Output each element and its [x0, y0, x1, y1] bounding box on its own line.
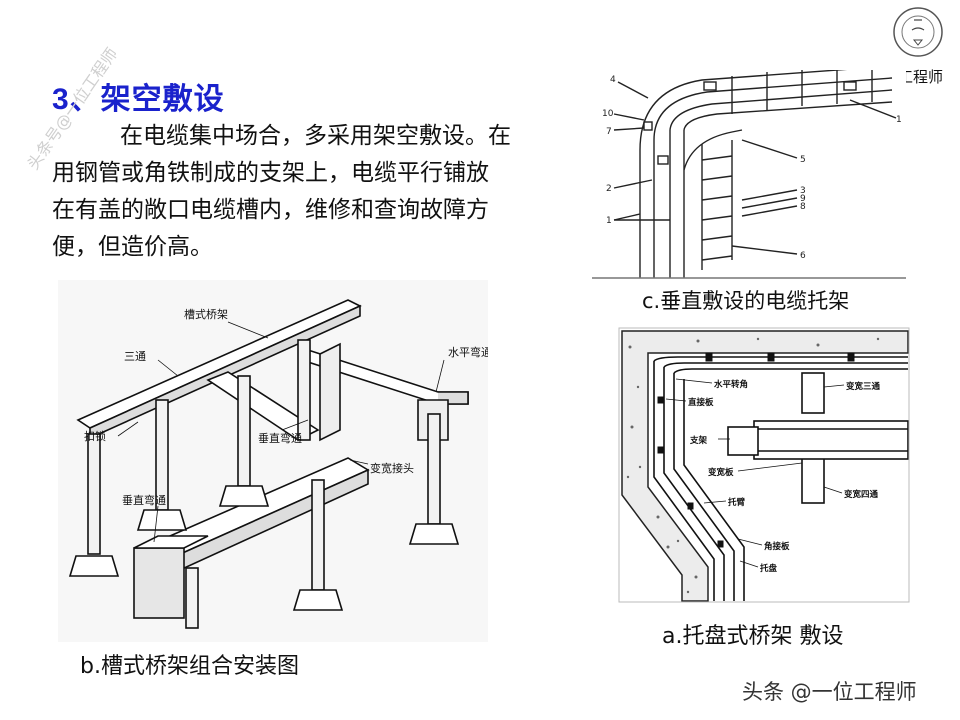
diagram-a-caption: a.托盘式桥架 敷设: [662, 624, 844, 649]
paragraph-line: 在有盖的敞口电缆槽内，维修和查询故障方: [52, 197, 489, 223]
diagram-b-label: 三通: [124, 350, 146, 363]
diagram-a-label: 变宽板: [708, 467, 734, 478]
diagram-c-label: 3: [800, 186, 806, 196]
paragraph-line: 在电缆集中场合，多采用架空敷设。在: [120, 123, 511, 149]
diagram-c-label: 5: [800, 155, 806, 165]
diagram-a-label: 水平转角: [713, 379, 748, 390]
diagram-c-label: 2: [606, 184, 612, 194]
diagram-b-label: 垂直弯通: [258, 431, 302, 445]
diagram-b-label: 垂直弯通: [122, 493, 166, 507]
diagram-a-label: 变宽四通: [844, 489, 879, 500]
diagram-a-label: 支架: [689, 435, 708, 446]
diagram-c-label: 1: [896, 115, 902, 125]
diagram-c-label: 4: [610, 75, 616, 85]
logo-text: 工程师: [896, 66, 946, 87]
diagram-c-caption: c.垂直敷设的电缆托架: [642, 289, 850, 313]
diagram-a-tray-bridge: 水平转角 直接板 变宽三通 支架 变宽板 变宽四通 托臂 角接板 托盘: [618, 327, 910, 603]
bottom-watermark: 头条 @一位工程师: [742, 680, 917, 704]
diagram-a-label: 托臂: [728, 497, 746, 508]
diagram-a-label: 角接板: [764, 541, 790, 552]
diagram-c-label: 7: [606, 127, 612, 137]
diagram-a-label: 直接板: [688, 397, 714, 408]
logo: [888, 0, 960, 94]
diagram-c-label: 9: [800, 194, 806, 204]
diagram-b-label: 槽式桥架: [184, 308, 228, 321]
section-title-text: 、架空敷设: [69, 82, 225, 117]
diagram-b-caption: b.槽式桥架组合安装图: [80, 654, 299, 679]
paragraph-line: 用钢管或角铁制成的支架上，电缆平行铺放: [52, 160, 489, 186]
diagram-b-trough-bridge: 槽式桥架 三通 水平弯通 扣锁 垂直弯通 变宽接头 垂直弯通: [58, 280, 492, 642]
diagram-c-label: 8: [800, 202, 806, 212]
paragraph-line: 便，但造价高。: [52, 234, 213, 260]
section-title: 3、架空敷设: [52, 74, 225, 118]
diagram-b-label: 水平弯通: [448, 345, 488, 359]
diagram-a-label: 托盘: [760, 563, 778, 574]
diagram-c-label: 10: [602, 109, 614, 119]
section-number: 3: [52, 83, 70, 116]
diagram-c-label: 1: [606, 216, 612, 226]
diagram-c-label: 6: [800, 251, 806, 261]
diagram-c-vertical-tray: 4 1 10 7 5 2 3 9 8 1 6: [592, 65, 906, 282]
diagram-a-label: 变宽三通: [846, 381, 881, 392]
diagram-b-label: 变宽接头: [370, 461, 414, 475]
body-paragraph: 在电缆集中场合，多采用架空敷设。在 用钢管或角铁制成的支架上，电缆平行铺放 在有…: [52, 118, 572, 266]
diagram-b-label: 扣锁: [84, 429, 106, 443]
